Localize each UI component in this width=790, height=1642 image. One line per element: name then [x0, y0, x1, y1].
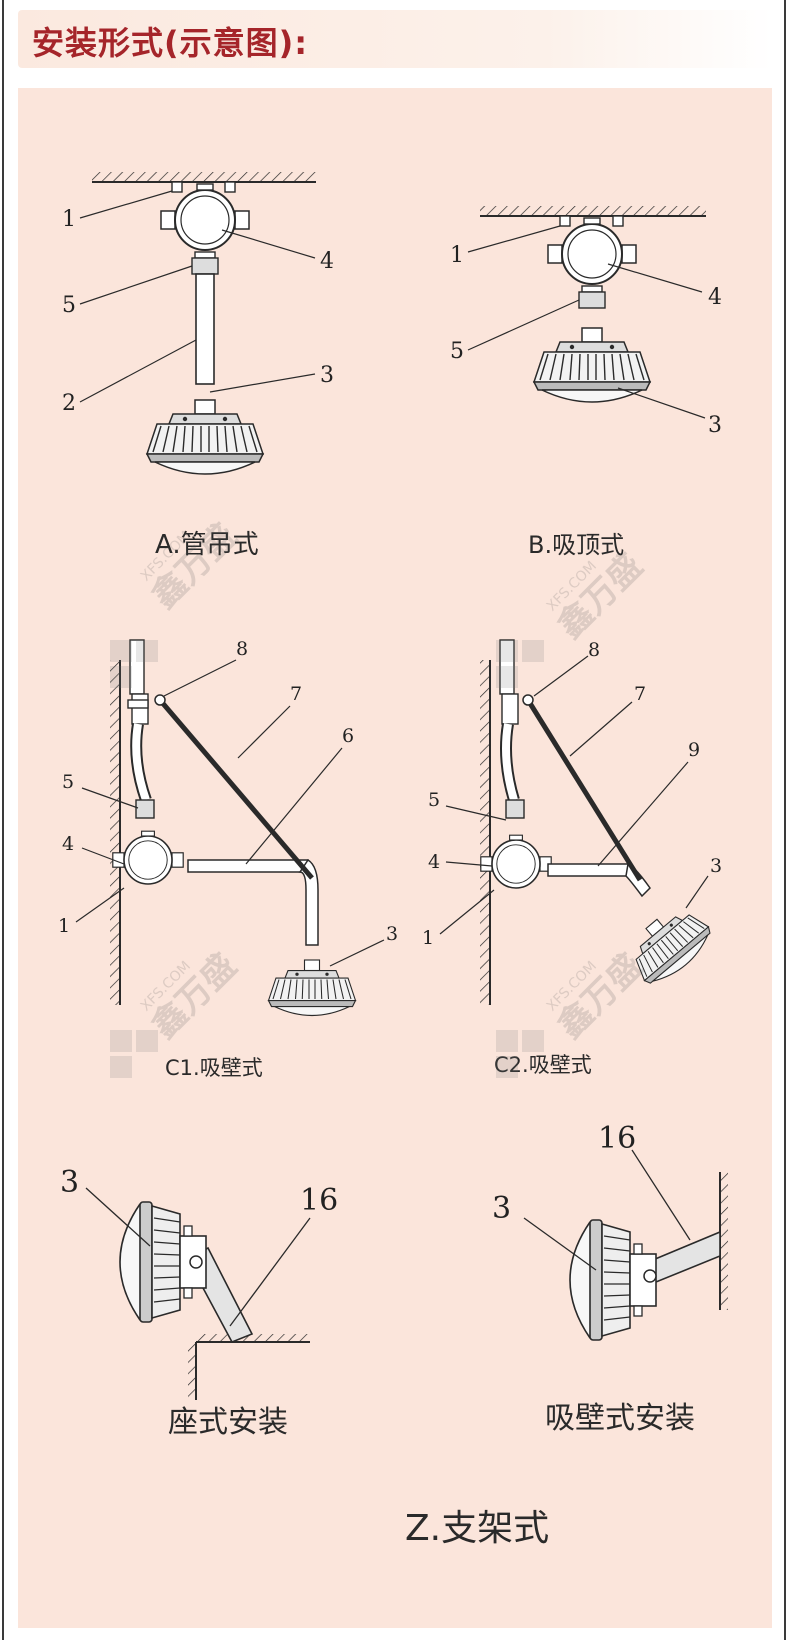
label-c2-4: 4 [428, 851, 440, 873]
label-c2-9: 9 [688, 739, 700, 761]
diagram-a: 1 4 5 2 3 A.管吊式 [62, 172, 334, 560]
label-a-2: 2 [62, 391, 76, 416]
label-b-1: 1 [450, 243, 464, 268]
caption-z2: 吸壁式安装 [545, 1401, 695, 1436]
label-c1-5: 5 [62, 771, 74, 793]
label-c1-1: 1 [58, 915, 70, 937]
caption-a: A.管吊式 [155, 530, 259, 560]
label-z2-3: 3 [492, 1191, 511, 1226]
label-b-4: 4 [708, 285, 722, 310]
label-c2-1: 1 [422, 927, 434, 949]
label-a-1: 1 [62, 207, 76, 232]
diagram-c2: 8 7 9 5 4 1 3 C2.吸壁式 [422, 639, 722, 1077]
caption-z: Z.支架式 [405, 1508, 549, 1549]
label-c1-6: 6 [342, 725, 354, 747]
caption-c1: C1.吸壁式 [165, 1056, 263, 1080]
diagram-c1: 8 7 6 5 4 1 3 C1.吸壁式 [58, 638, 398, 1080]
label-c2-8: 8 [588, 639, 600, 661]
caption-b: B.吸顶式 [528, 531, 624, 559]
label-c2-5: 5 [428, 789, 440, 811]
section-title: 安装形式(示意图): [32, 24, 309, 62]
diagram-z1: 3 16 座式安装 [60, 1165, 338, 1440]
label-a-5: 5 [62, 293, 76, 318]
label-z2-16: 16 [598, 1121, 636, 1156]
caption-z1: 座式安装 [168, 1405, 288, 1440]
label-z1-3: 3 [60, 1165, 79, 1200]
watermark: 鑫万盛 XFS.COM 鑫万盛 XFS.COM 鑫万盛 XFS.COM 鑫万盛 … [110, 516, 650, 1078]
diagram-b: 1 4 5 3 B.吸顶式 [450, 206, 722, 559]
label-c2-3: 3 [710, 855, 722, 877]
label-a-3: 3 [320, 363, 334, 388]
label-z1-16: 16 [300, 1183, 338, 1218]
label-c1-8: 8 [236, 638, 248, 660]
label-c1-7: 7 [290, 683, 302, 705]
label-c1-4: 4 [62, 833, 74, 855]
label-b-5: 5 [450, 339, 464, 364]
label-b-3: 3 [708, 413, 722, 438]
label-c2-7: 7 [634, 683, 646, 705]
label-c1-3: 3 [386, 923, 398, 945]
diagram-z2: 3 16 吸壁式安装 [492, 1121, 728, 1436]
caption-c2: C2.吸壁式 [494, 1053, 592, 1077]
label-a-4: 4 [320, 249, 334, 274]
section-header: 安装形式(示意图): [18, 10, 772, 68]
